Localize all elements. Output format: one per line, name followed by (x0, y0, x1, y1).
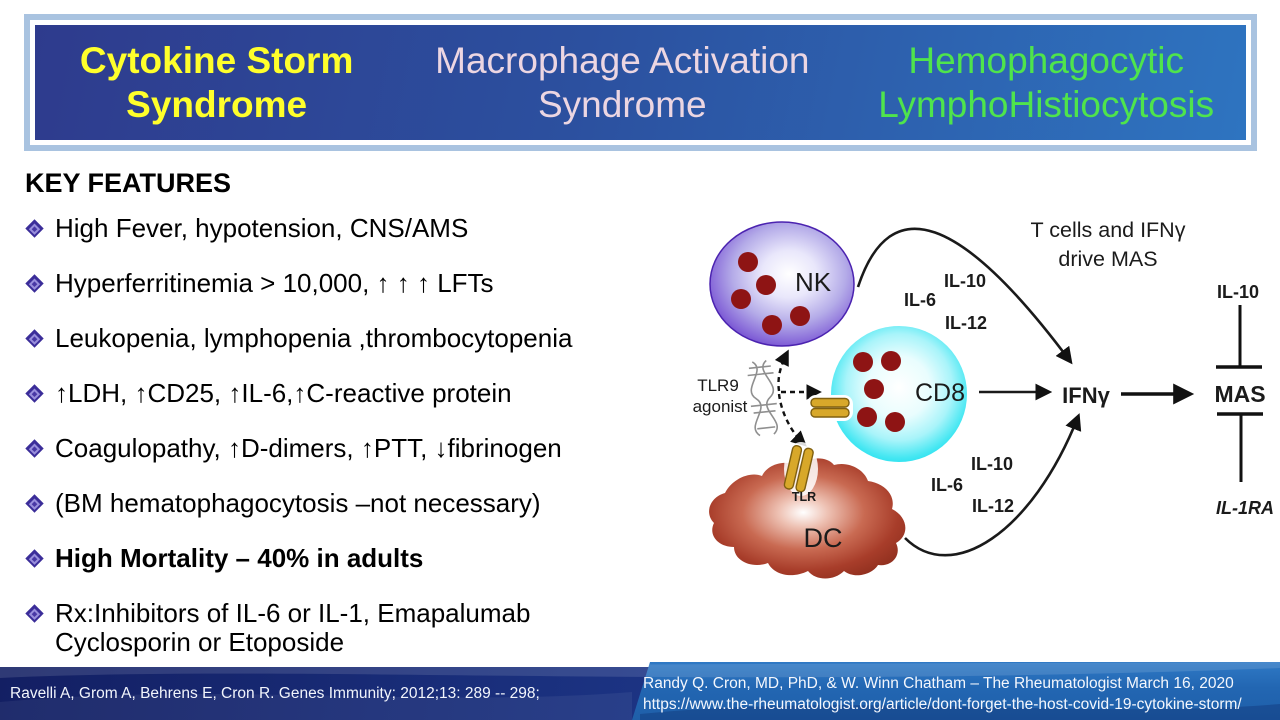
feature-text: Leukopenia, lymphopenia ,thrombocytopeni… (55, 323, 573, 353)
cytokine-il10-top: IL-10 (944, 271, 986, 291)
title1-line1: Cytokine Storm (79, 39, 354, 81)
citation-right: Randy Q. Cron, MD, PhD, & W. Winn Chatha… (643, 673, 1242, 715)
title-cytokine-storm-syndrome: Cytokine Storm Syndrome (35, 25, 398, 140)
list-item: High Fever, hypotension, CNS/AMS (24, 214, 692, 243)
diamond-bullet-icon (25, 384, 44, 403)
key-features-list: High Fever, hypotension, CNS/AMS Hyperfe… (24, 214, 692, 683)
footer-band-right (632, 662, 1280, 720)
feature-text: High Mortality – 40% in adults (55, 543, 424, 573)
il1ra-inhibitor-label: IL-1RA (1216, 498, 1274, 518)
cd8-granules (853, 351, 905, 432)
nk-cell (709, 221, 855, 347)
dc-tlr-receptor-icon (783, 444, 814, 493)
diamond-bullet-icon (25, 219, 44, 238)
title2-line2: Syndrome (538, 83, 707, 125)
ifng-label: IFNγ (1062, 383, 1110, 408)
list-item: Coagulopathy, ↑D-dimers, ↑PTT, ↓fibrinog… (24, 434, 692, 463)
title3-line1: Hemophagocytic (908, 39, 1184, 81)
list-item: ↑LDH, ↑CD25, ↑IL-6,↑C-reactive protein (24, 379, 692, 408)
title-banner-panel: Cytokine Storm Syndrome Macrophage Activ… (35, 25, 1246, 140)
diagram-caption-line2: drive MAS (1058, 247, 1157, 271)
mas-pathway-diagram: TLR9 agonist DC TLR NK (680, 195, 1280, 605)
list-item: Leukopenia, lymphopenia ,thrombocytopeni… (24, 324, 692, 353)
feature-text: Hyperferritinemia > 10,000, ↑ ↑ ↑ LFTs (55, 268, 494, 298)
list-item: (BM hematophagocytosis –not necessary) (24, 489, 692, 518)
citation-left: Ravelli A, Grom A, Behrens E, Cron R. Ge… (10, 685, 540, 702)
diamond-bullet-icon (25, 549, 44, 568)
dashed-arrow-to-dc (777, 393, 807, 447)
citation-right-authors: Randy Q. Cron, MD, PhD, & W. Winn Chatha… (643, 675, 1234, 692)
cytokine-il12-top: IL-12 (945, 313, 987, 333)
cd8-label: CD8 (915, 379, 965, 407)
diamond-bullet-icon (25, 274, 44, 293)
list-item: Rx:Inhibitors of IL-6 or IL-1, Emapaluma… (24, 599, 692, 657)
arrow-dc-to-ifng (904, 413, 1082, 557)
mas-label: MAS (1214, 381, 1265, 407)
dc-cell (709, 458, 906, 579)
cytokine-il6-bottom: IL-6 (931, 475, 963, 495)
diamond-bullet-icon (25, 439, 44, 458)
dashed-arrow-to-nk (774, 349, 789, 392)
cd8-tlr-receptor-icon (810, 397, 850, 418)
cytokine-il6-top: IL-6 (904, 290, 936, 310)
list-item: Hyperferritinemia > 10,000, ↑ ↑ ↑ LFTs (24, 269, 692, 298)
feature-text: (BM hematophagocytosis –not necessary) (55, 488, 541, 518)
il10-inhibitor-label: IL-10 (1217, 282, 1259, 302)
diamond-bullet-icon (25, 329, 44, 348)
title3-line2: LymphoHistiocytosis (878, 83, 1215, 125)
key-features-heading: KEY FEATURES (25, 168, 232, 198)
tlr9-agonist-label-line2: agonist (693, 397, 748, 416)
feature-text: Rx:Inhibitors of IL-6 or IL-1, Emapaluma… (55, 598, 531, 657)
feature-text: Coagulopathy, ↑D-dimers, ↑PTT, ↓fibrinog… (55, 433, 562, 463)
title-hemophagocytic-lymphohistiocytosis: Hemophagocytic LymphoHistiocytosis (846, 25, 1246, 140)
cytokine-il12-bottom: IL-12 (972, 496, 1014, 516)
title-banner: Cytokine Storm Syndrome Macrophage Activ… (24, 14, 1257, 151)
nk-granules (731, 252, 810, 335)
tlr9-agonist-label-line1: TLR9 (697, 376, 739, 395)
title1-line2: Syndrome (126, 83, 308, 125)
diamond-bullet-icon (25, 604, 44, 623)
feature-text: ↑LDH, ↑CD25, ↑IL-6,↑C-reactive protein (55, 378, 512, 408)
diamond-bullet-icon (25, 494, 44, 513)
arrow-nk-to-ifng (856, 227, 1073, 365)
feature-text: High Fever, hypotension, CNS/AMS (55, 213, 469, 243)
list-item-high-mortality: High Mortality – 40% in adults (24, 544, 692, 573)
dna-helix-icon (747, 359, 778, 437)
citation-right-url: https://www.the-rheumatologist.org/artic… (643, 696, 1242, 713)
title2-line1: Macrophage Activation (435, 39, 810, 81)
dc-label: DC (804, 523, 843, 553)
nk-label: NK (795, 267, 832, 297)
dc-tlr-label: TLR (792, 490, 816, 504)
cytokine-il10-bottom: IL-10 (971, 454, 1013, 474)
title-macrophage-activation-syndrome: Macrophage Activation Syndrome (398, 25, 846, 140)
diagram-caption-line1: T cells and IFNγ (1031, 218, 1186, 242)
